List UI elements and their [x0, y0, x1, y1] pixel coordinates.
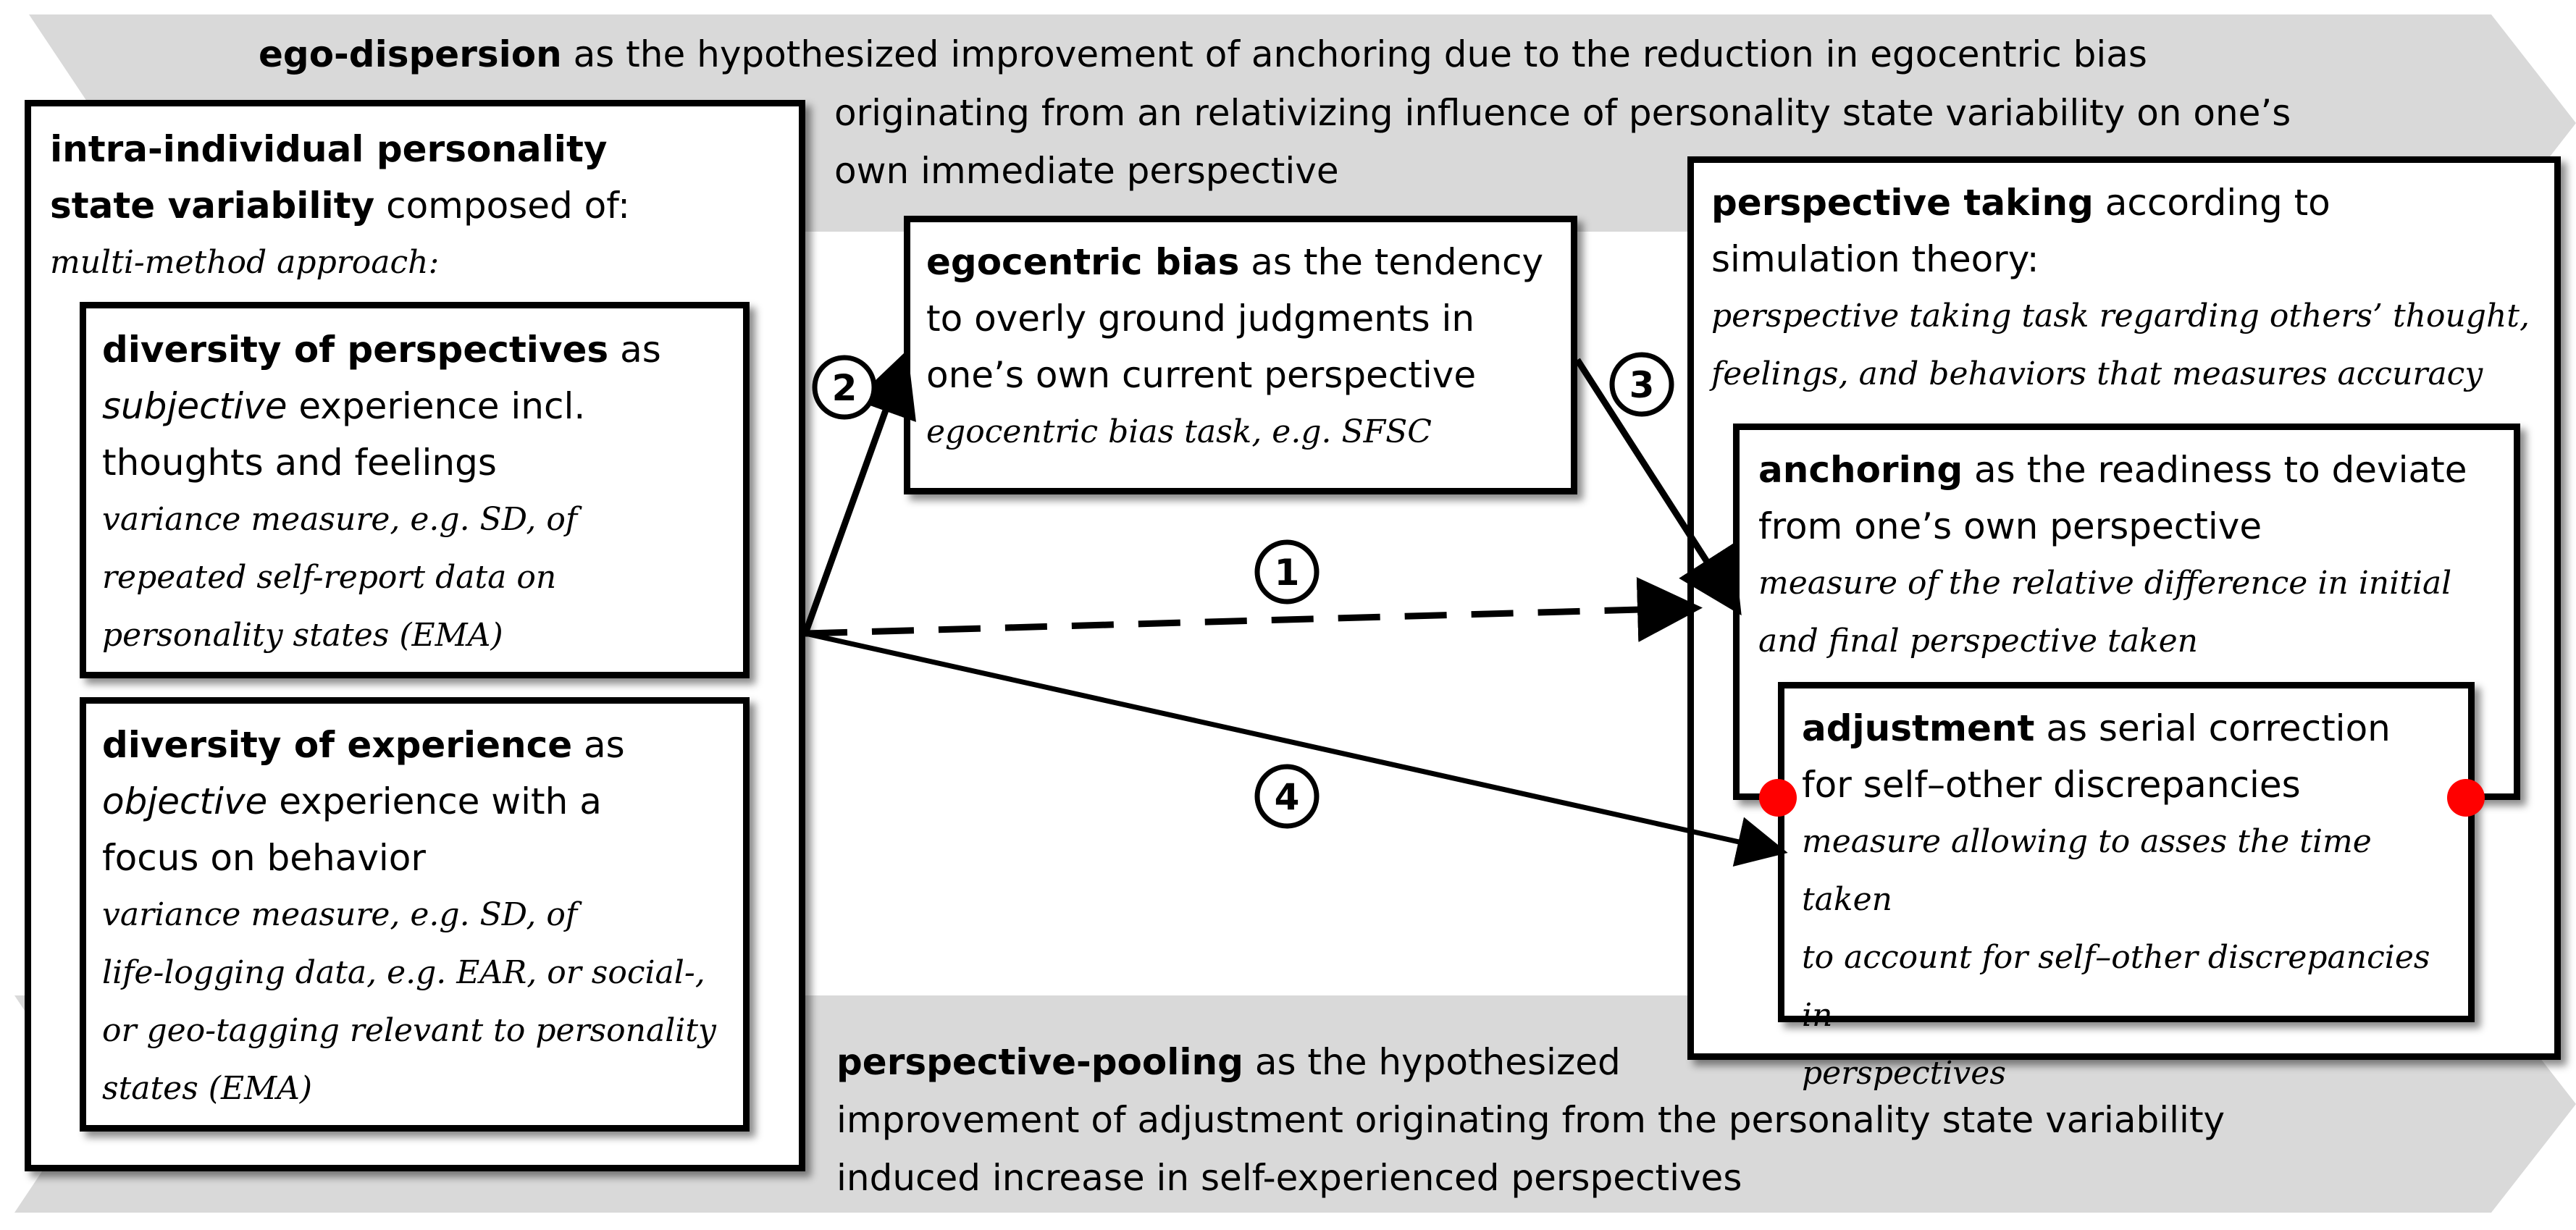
- adjustment-measure2: to account for self–other discrepancies …: [1802, 939, 2430, 1034]
- egocentric-line2: to overly ground judgments in: [926, 298, 1475, 340]
- adjustment-measure3: perspectives: [1802, 1055, 2006, 1092]
- svg-text:2: 2: [832, 367, 857, 409]
- experience-line3: focus on behavior: [102, 837, 426, 879]
- experience-measure1: variance measure, e.g. SD, of: [102, 896, 578, 933]
- anchoring-bold: anchoring: [1758, 449, 1963, 491]
- state-variability-method: multi-method approach:: [50, 244, 440, 281]
- adjustment-line2: for self–other discrepancies: [1802, 764, 2301, 806]
- egocentric-measure: egocentric bias task, e.g. SFSC: [926, 413, 1432, 450]
- perspectives-measure2: repeated self-report data on: [102, 559, 557, 596]
- bottom-banner-bold: perspective-pooling: [836, 1041, 1243, 1083]
- experience-bold: diversity of experience: [102, 724, 573, 766]
- bottom-banner-line2: improvement of adjustment originating fr…: [836, 1099, 2225, 1141]
- perspectives-measure3: personality states (EMA): [102, 617, 503, 654]
- experience-italic: objective: [102, 780, 268, 822]
- diversity-experience-box: diversity of experience as objective exp…: [80, 697, 750, 1132]
- svg-text:1: 1: [1275, 552, 1300, 594]
- experience-measure3: or geo-tagging relevant to personality: [102, 1012, 716, 1049]
- red-marker-left: [1759, 779, 1797, 817]
- state-variability-title2: state variability composed of:: [50, 185, 630, 227]
- perspective-taking-measure2: feelings, and behaviors that measures ac…: [1711, 355, 2483, 392]
- red-marker-right: [2447, 779, 2485, 817]
- adjustment-box: adjustment as serial correction for self…: [1778, 682, 2475, 1092]
- path-1-arrow: [805, 577, 1703, 643]
- egocentric-bold: egocentric bias: [926, 241, 1240, 283]
- path-4-arrow: [805, 631, 1788, 867]
- top-banner-text: ego-dispersion as the hypothesized impro…: [259, 26, 2147, 83]
- egocentric-line3: one’s own current perspective: [926, 354, 1477, 396]
- perspectives-italic: subjective: [102, 385, 288, 427]
- anchoring-measure1: measure of the relative difference in in…: [1758, 565, 2452, 602]
- path-2-arrow: [802, 350, 916, 635]
- path-label-4: 4: [1254, 764, 1320, 829]
- adjustment-bold: adjustment: [1802, 707, 2035, 749]
- svg-text:4: 4: [1275, 776, 1300, 818]
- perspectives-measure1: variance measure, e.g. SD, of: [102, 501, 578, 538]
- bottom-banner-line3: induced increase in self-experienced per…: [836, 1157, 1742, 1199]
- perspective-taking-bold: perspective taking: [1711, 182, 2094, 224]
- adjustment-measure1: measure allowing to asses the time taken: [1802, 823, 2372, 918]
- perspective-taking-line2: simulation theory:: [1711, 238, 2039, 280]
- diversity-perspectives-box: diversity of perspectives as subjective …: [80, 302, 750, 678]
- bottom-banner-line1: as the hypothesized: [1243, 1041, 1621, 1083]
- state-variability-title1: intra-individual personality: [50, 128, 608, 170]
- perspective-taking-measure1: perspective taking task regarding others…: [1711, 298, 2530, 334]
- path-label-3: 3: [1609, 352, 1674, 417]
- top-banner-bold: ego-dispersion: [259, 33, 562, 75]
- bottom-banner-text: perspective-pooling as the hypothesized: [836, 1034, 1621, 1090]
- experience-measure2: life-logging data, e.g. EAR, or social-,: [102, 954, 705, 991]
- egocentric-bias-box: egocentric bias as the tendency to overl…: [904, 216, 1577, 494]
- top-banner-line2: originating from an relativizing influen…: [834, 92, 2291, 134]
- path-label-1: 1: [1254, 539, 1320, 605]
- perspectives-bold: diversity of perspectives: [102, 329, 609, 371]
- experience-measure4: states (EMA): [102, 1070, 313, 1107]
- path-label-2: 2: [812, 355, 877, 420]
- svg-text:3: 3: [1629, 364, 1655, 406]
- perspectives-line3: thoughts and feelings: [102, 442, 497, 484]
- top-banner-line3: own immediate perspective: [834, 150, 1339, 192]
- path-3-arrow: [1574, 358, 1742, 616]
- anchoring-line2: from one’s own perspective: [1758, 505, 2262, 547]
- anchoring-measure2: and final perspective taken: [1758, 623, 2198, 660]
- top-banner-line1: as the hypothesized improvement of ancho…: [561, 33, 2147, 75]
